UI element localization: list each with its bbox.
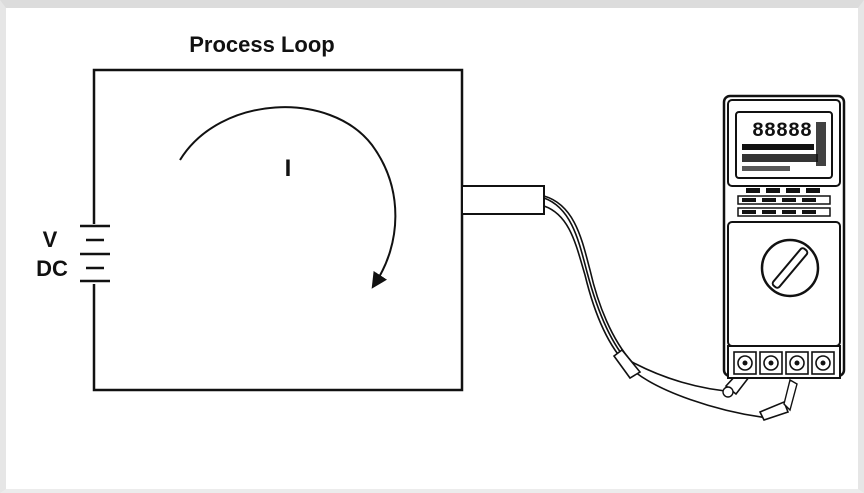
current-direction-arrow: [179, 106, 397, 289]
source-label-v: V: [43, 227, 58, 252]
test-leads: [543, 195, 769, 419]
diagram-title: Process Loop: [189, 32, 334, 57]
meter-display-digits: 88888: [752, 120, 812, 143]
source-label-dc: DC: [36, 256, 68, 281]
probe-black: [758, 378, 798, 421]
loop-clamp-connector: [461, 185, 545, 215]
process-loop-box: [92, 68, 464, 392]
dc-battery-symbol: [80, 218, 110, 284]
meter-input-terminals: [733, 351, 835, 375]
meter-buttons: [737, 188, 831, 217]
current-label: I: [285, 155, 292, 182]
multimeter: 88888: [722, 94, 846, 379]
